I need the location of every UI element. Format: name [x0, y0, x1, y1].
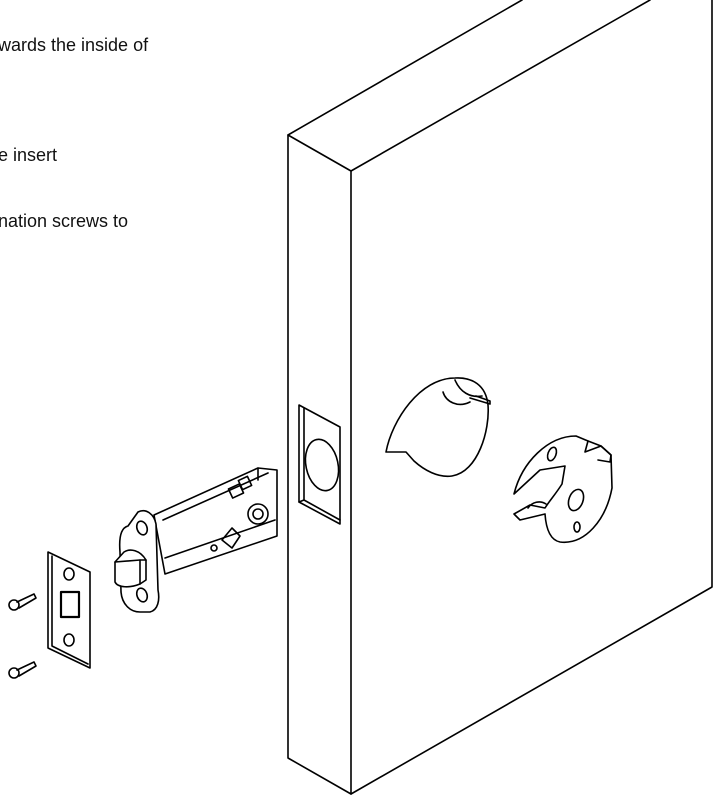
instruction-line-4: nation screws to: [0, 211, 129, 231]
cross-bore: [386, 378, 490, 476]
latch: [115, 468, 277, 612]
mounting-plate: [514, 436, 612, 542]
screw-upper: [9, 594, 36, 610]
screws: [9, 594, 36, 678]
screw-lower: [9, 662, 36, 678]
edge-bore: [299, 405, 343, 524]
strike-plate: [48, 552, 90, 668]
instruction-line-1: wards the inside of: [0, 35, 149, 55]
door: [288, 0, 712, 794]
instruction-line-3: e insert: [0, 145, 58, 165]
instruction-text: wards the inside of e insert nation scre…: [0, 0, 148, 254]
